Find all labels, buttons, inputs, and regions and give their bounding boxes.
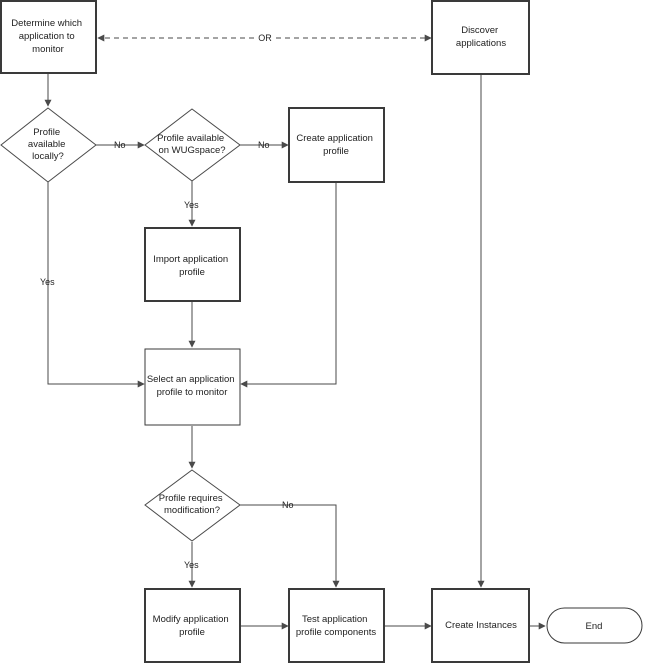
svg-text:Profile available: Profile available locally? <box>28 127 68 162</box>
modify-profile-box: Modify application profile <box>144 588 241 663</box>
svg-text:Select an application pr: Select an application profile to monitor <box>147 374 237 398</box>
discover-line-1: Discover <box>461 25 498 36</box>
requires-mod-line-2: modification? <box>164 505 220 516</box>
requires-mod-decision: Profile requires modification? <box>144 469 241 542</box>
import-profile-box: Import application profile <box>144 227 241 302</box>
no-label-wug: No <box>258 140 270 150</box>
arrow-local-to-select <box>47 181 145 388</box>
discover-applications-box: Discover applications <box>431 0 530 75</box>
profile-local-line-1: Profile <box>33 127 60 138</box>
yes-label-mod: Yes <box>184 560 199 570</box>
create-profile-box: Create application profile <box>288 107 385 183</box>
test-components-box: Test application profile components <box>288 588 385 663</box>
arrow-mod-to-test <box>240 504 340 588</box>
svg-text:Discover applications: Discover applications <box>456 25 506 49</box>
determine-line-2: application to <box>19 31 75 42</box>
test-components-line-2: profile components <box>296 627 377 638</box>
svg-text:Create application profi: Create application profile <box>296 133 375 157</box>
svg-text:Determine which applicat: Determine which application to monitor <box>11 18 84 55</box>
yes-label-local: Yes <box>40 277 55 287</box>
profile-local-decision: Profile available locally? <box>0 107 97 183</box>
svg-text:Test application profile: Test application profile components <box>296 614 377 638</box>
select-profile-box: Select an application profile to monitor <box>144 348 241 426</box>
determine-line-1: Determine which <box>11 18 82 29</box>
create-profile-line-2: profile <box>323 146 349 157</box>
import-profile-line-2: profile <box>179 267 205 278</box>
end-terminator: End <box>546 607 643 644</box>
modify-profile-line-2: profile <box>179 627 205 638</box>
determine-line-3: monitor <box>32 44 64 55</box>
connectors <box>44 34 546 630</box>
determine-application-box: Determine which application to monitor <box>0 0 97 74</box>
or-label: OR <box>258 33 272 43</box>
create-profile-line-1: Create application <box>296 133 373 144</box>
profile-local-line-2: available <box>28 139 66 150</box>
profile-local-line-3: locally? <box>32 151 64 162</box>
svg-text:Profile requires modific: Profile requires modification? <box>159 493 226 516</box>
profile-wug-line-1: Profile available <box>157 133 224 144</box>
select-profile-line-1: Select an application <box>147 374 235 385</box>
arrow-create-to-select <box>240 183 337 388</box>
svg-text:Modify application profi: Modify application profile <box>153 614 232 638</box>
create-instances-label: Create Instances <box>445 620 517 631</box>
no-label-mod: No <box>282 500 294 510</box>
test-components-line-1: Test application <box>302 614 367 625</box>
yes-label-wug: Yes <box>184 200 199 210</box>
create-instances-box: Create Instances <box>431 588 530 663</box>
import-profile-line-1: Import application <box>153 254 228 265</box>
discover-line-2: applications <box>456 38 506 49</box>
profile-wug-decision: Profile available on WUGspace? <box>144 108 241 182</box>
profile-wug-line-2: on WUGspace? <box>158 145 225 156</box>
edge-labels: OR No No Yes Yes No Yes <box>40 33 294 570</box>
modify-profile-line-1: Modify application <box>153 614 229 625</box>
requires-mod-line-1: Profile requires <box>159 493 223 504</box>
select-profile-line-2: profile to monitor <box>157 387 228 398</box>
end-label: End <box>586 621 603 632</box>
no-label-local: No <box>114 140 126 150</box>
svg-text:Profile available on WUG: Profile available on WUGspace? <box>157 133 227 156</box>
svg-text:Import application profi: Import application profile <box>153 254 231 278</box>
